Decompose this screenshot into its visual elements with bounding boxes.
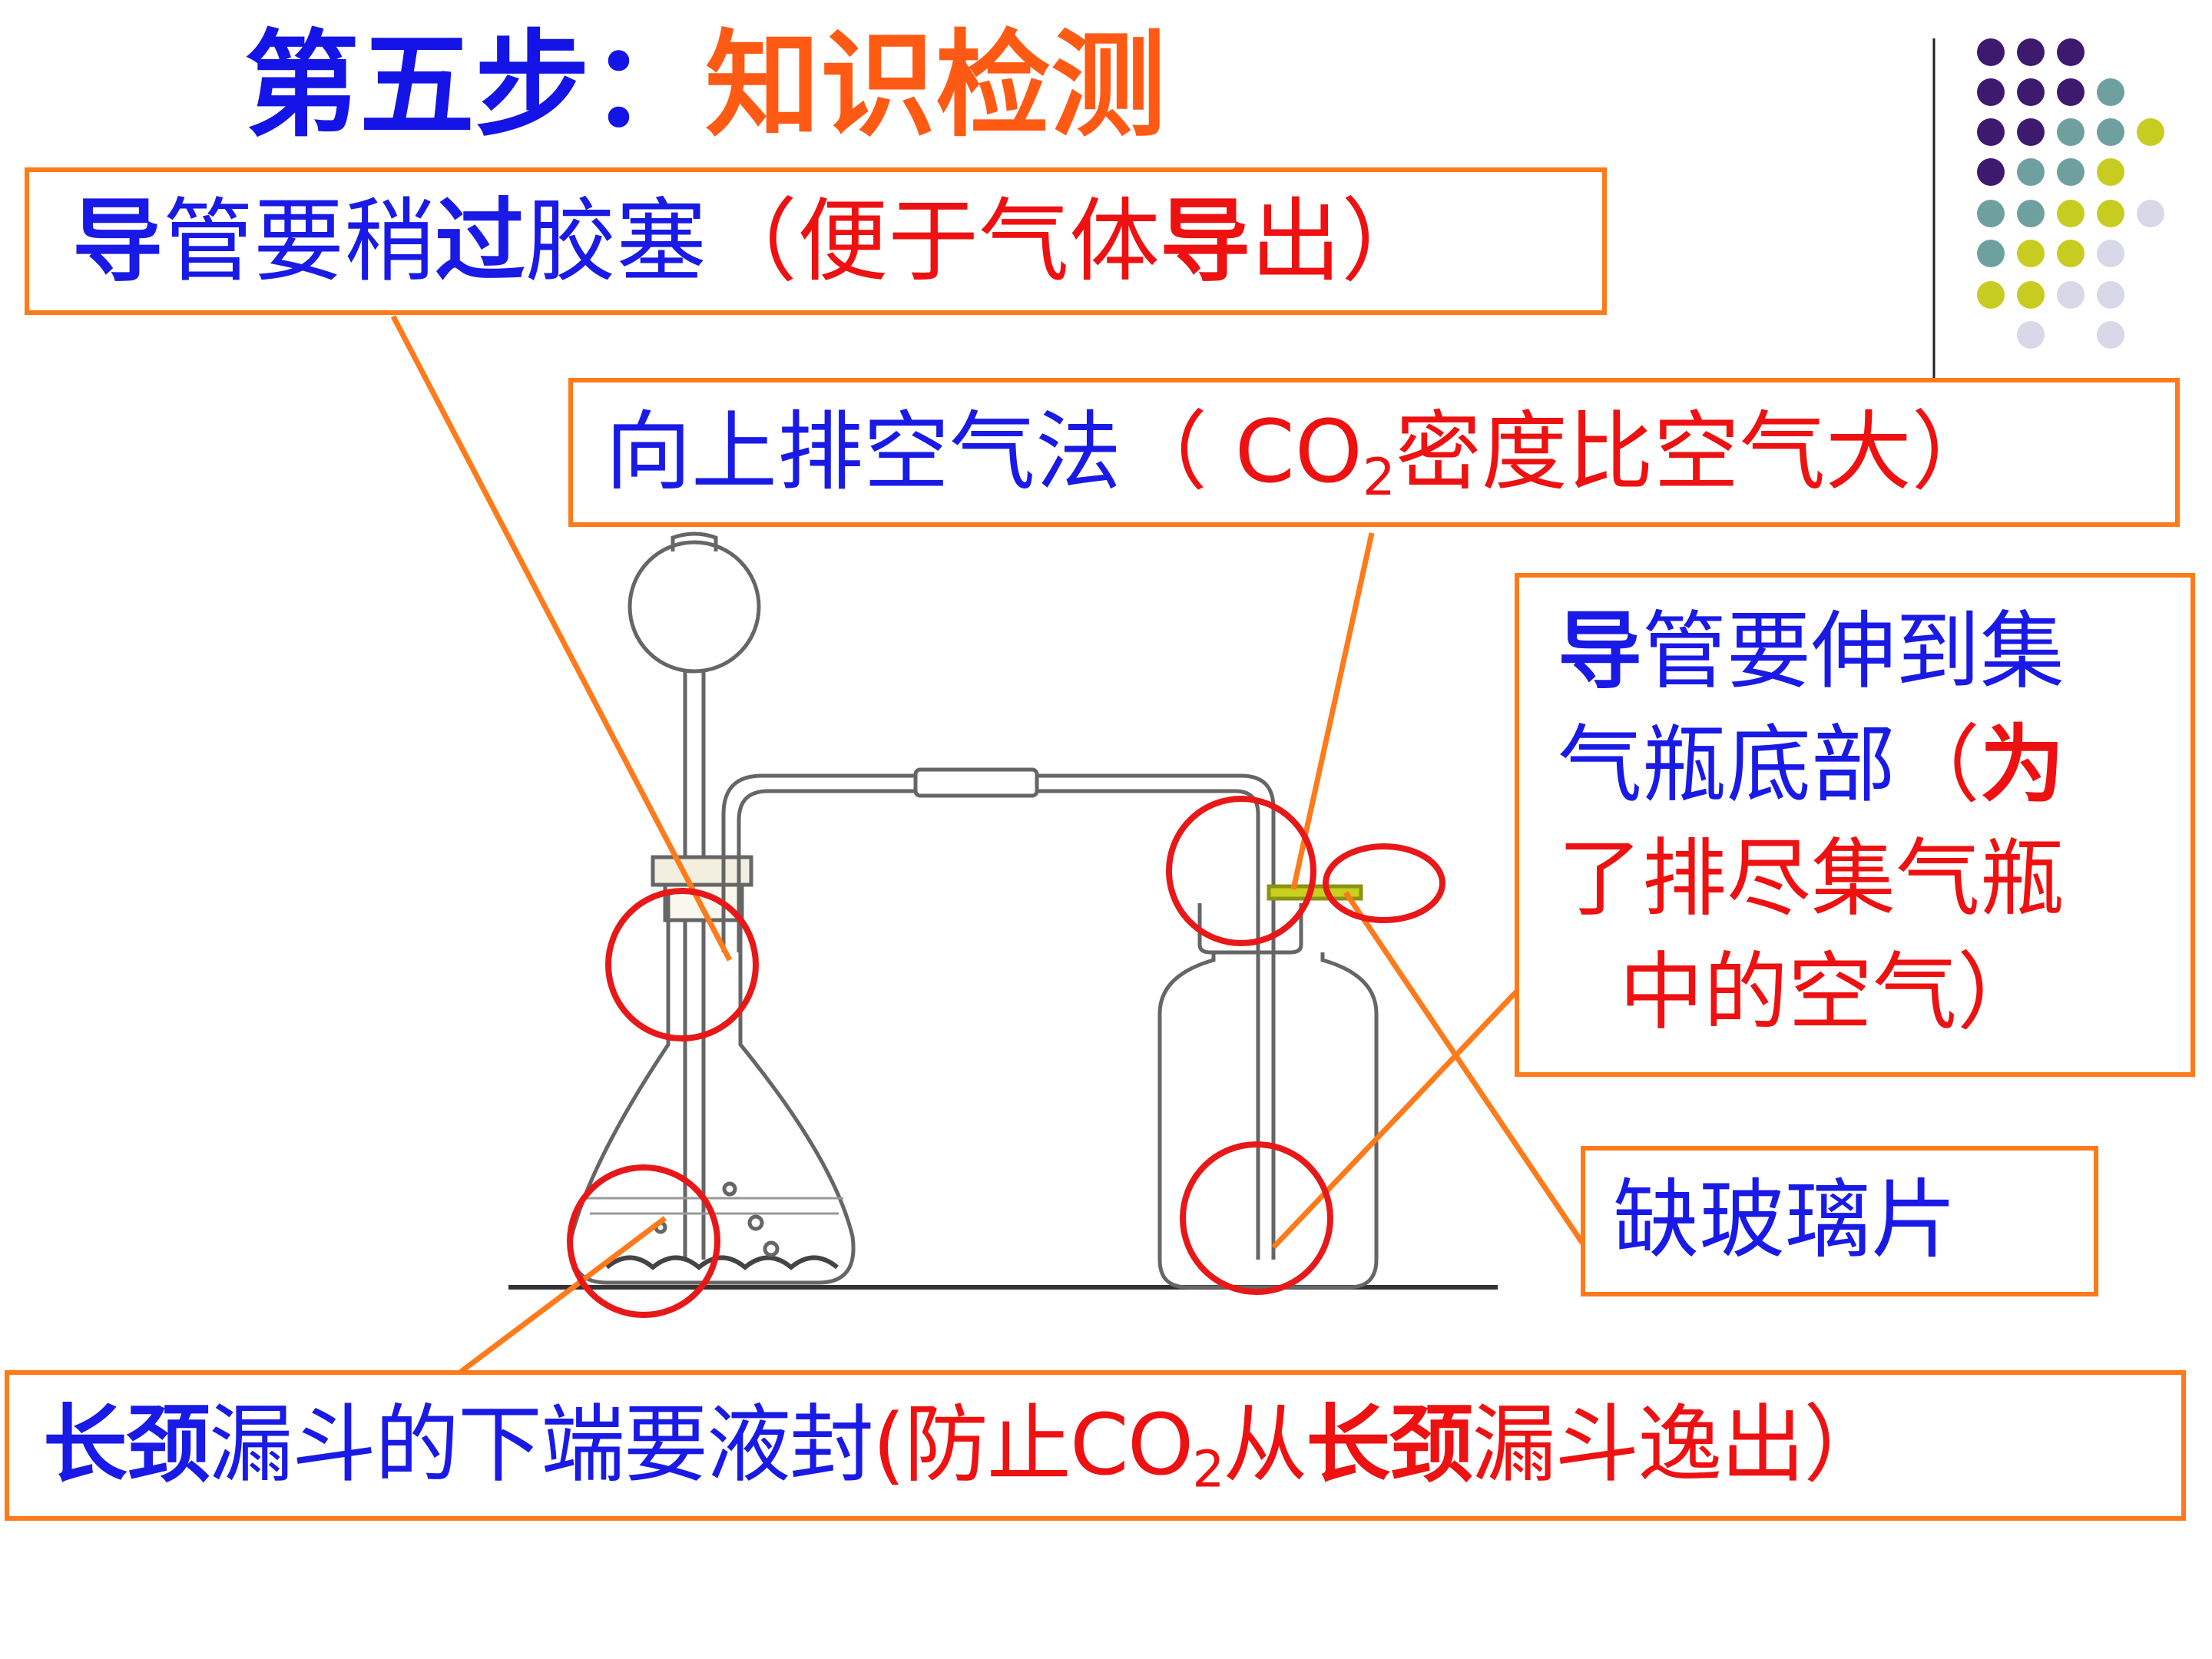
text-segment: 为 — [1980, 716, 2065, 814]
text-segment: （ — [1896, 716, 1980, 814]
text-segment: 向上排空气法 — [605, 402, 1121, 502]
text-segment: 出） — [1250, 188, 1432, 294]
text-segment: （ CO — [1121, 402, 1363, 502]
text-segment: 密度比空气大） — [1395, 402, 1998, 502]
label-funnel-liquid-seal: 长颈漏斗的下端要液封(防止CO2从长颈漏斗逸出） — [5, 1370, 2186, 1521]
text-segment: 管要伸到集 — [1642, 602, 2065, 700]
label-missing-glass-plate: 缺玻璃片 — [1581, 1146, 2098, 1296]
subscript: 2 — [1192, 1439, 1224, 1499]
text-line: 气瓶底部（为 — [1558, 708, 2190, 822]
text-segment: 漏斗逸出） — [1472, 1396, 1888, 1494]
title-main: 知识检测 — [705, 19, 1167, 153]
text-segment: (防止CO — [873, 1396, 1194, 1494]
title-prefix: 第五步： — [244, 19, 706, 153]
delivery-tube — [721, 767, 1276, 1260]
text-segment: 导 — [1160, 188, 1251, 294]
text-segment: 管要稍 — [163, 188, 435, 294]
text-segment: 长颈 — [43, 1396, 210, 1494]
text-segment: 胶塞 — [525, 188, 707, 294]
text-line: 了排尽集气瓶 — [1558, 830, 2065, 928]
subscript: 2 — [1362, 446, 1396, 507]
highlight-circles — [567, 796, 1445, 1318]
text-segment: 导 — [72, 188, 164, 294]
long-neck-funnel — [628, 531, 761, 1260]
text-segment: 导 — [1558, 602, 1642, 700]
text-segment: 漏斗的下端要液封 — [209, 1396, 874, 1494]
text-segment: 从 — [1223, 1396, 1307, 1494]
text-line: 导管要伸到集 — [1558, 594, 2190, 708]
text-segment: （便于气体 — [707, 188, 1161, 294]
text-line: 中的空气） — [1619, 943, 2041, 1041]
page-title: 第五步：知识检测 — [244, 17, 1166, 155]
text-segment: 过 — [435, 188, 526, 294]
decorative-dot-grid — [1977, 38, 2164, 349]
label-tube-to-bottom: 导管要伸到集 气瓶底部（为 了排尽集气瓶 中的空气） — [1515, 573, 2195, 1077]
gas-jar — [1157, 884, 1379, 1290]
label-tube-stopper: 导管要稍过胶塞（便于气体导出） — [25, 167, 1607, 315]
pointer-lines — [390, 315, 1584, 1374]
text-segment: 长颈 — [1306, 1396, 1473, 1494]
label-collection-method: 向上排空气法（ CO2密度比空气大） — [568, 378, 2180, 527]
text-segment: 气瓶底部 — [1558, 716, 1896, 814]
